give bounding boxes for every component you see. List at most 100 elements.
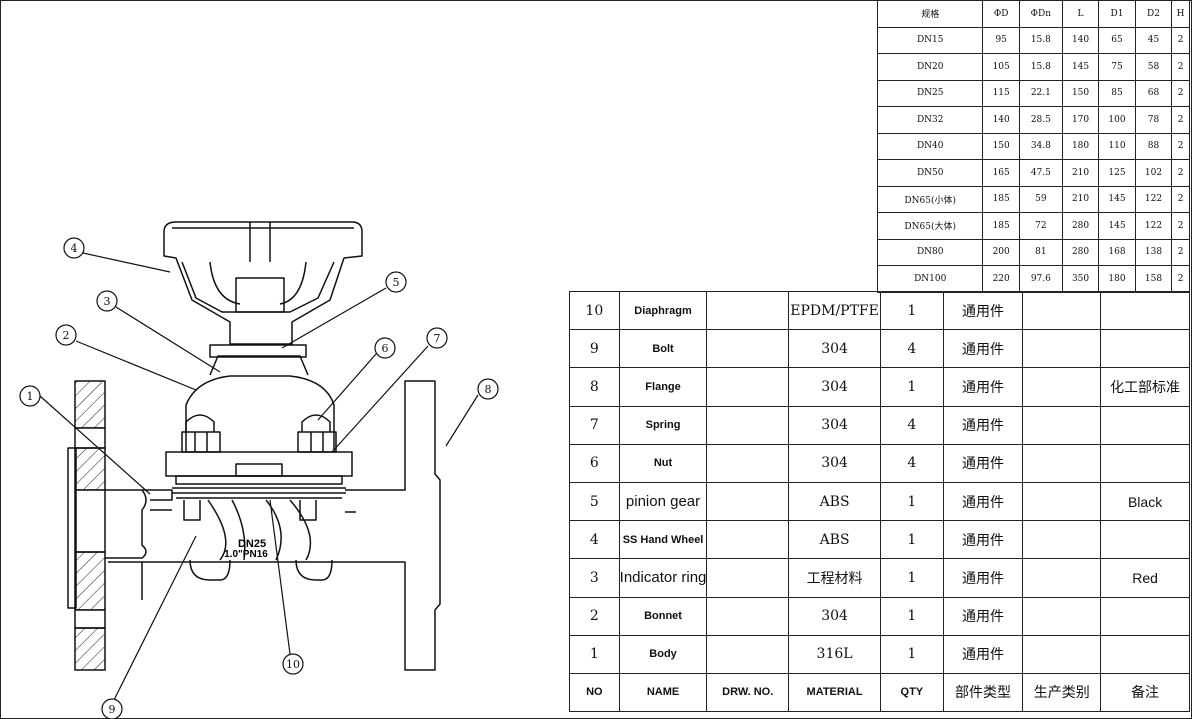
- dimension-cell: 158: [1134, 265, 1173, 293]
- bom-drw-cell: [706, 634, 790, 674]
- balloon-7: 7: [434, 332, 441, 345]
- bom-header-remark: 备注: [1100, 672, 1190, 713]
- dimension-cell: 105: [982, 53, 1020, 81]
- dimension-cell: 140: [1061, 26, 1100, 54]
- bom-category-cell: [1022, 405, 1102, 445]
- dimension-cell: DN40: [876, 132, 984, 160]
- bom-header-category: 生产类别: [1022, 672, 1102, 713]
- dimension-cell: DN50: [876, 159, 984, 187]
- bom-material-cell: 304: [788, 329, 882, 369]
- dimension-cell: 15.8: [1018, 53, 1063, 81]
- bom-name-cell: Nut: [618, 443, 708, 483]
- dimension-cell: 280: [1061, 238, 1100, 266]
- bom-name-cell: Bonnet: [618, 596, 708, 636]
- dimension-cell: 122: [1134, 185, 1173, 213]
- balloon-5: 5: [393, 276, 400, 289]
- dimension-cell: 2: [1171, 106, 1190, 134]
- bom-drw-cell: [706, 367, 790, 407]
- bom-remark-cell: [1100, 290, 1190, 331]
- bom-drw-cell: [706, 520, 790, 560]
- bom-no-cell: 2: [569, 596, 620, 636]
- body-marking-line2: 1.0"PN16: [224, 549, 268, 560]
- dimension-cell: 2: [1171, 265, 1190, 293]
- dimension-cell: 210: [1061, 159, 1100, 187]
- dimension-header-cell: D2: [1134, 0, 1173, 28]
- dimension-cell: DN15: [876, 26, 984, 54]
- dimension-cell: 145: [1098, 185, 1136, 213]
- bom-remark-cell: [1100, 596, 1190, 636]
- bom-drw-cell: [706, 329, 790, 369]
- nut-left: [181, 414, 221, 453]
- balloon-8: 8: [485, 383, 492, 396]
- bom-qty-cell: 4: [880, 329, 944, 369]
- bom-category-cell: [1022, 520, 1102, 560]
- dimension-cell: 145: [1098, 212, 1136, 240]
- bom-header-type: 部件类型: [942, 672, 1024, 713]
- dimension-cell: 59: [1018, 185, 1063, 213]
- bom-material-cell: ABS: [788, 481, 882, 522]
- bom-header-no: NO: [569, 672, 620, 713]
- bom-header-material: MATERIAL: [788, 672, 882, 713]
- dimension-cell: 65: [1098, 26, 1136, 54]
- dimension-cell: DN20: [876, 53, 984, 81]
- bom-category-cell: [1022, 596, 1102, 636]
- dimension-cell: 170: [1061, 106, 1100, 134]
- bom-name-cell: Body: [618, 634, 708, 674]
- bom-category-cell: [1022, 558, 1102, 598]
- dimension-cell: 168: [1098, 238, 1136, 266]
- dimension-cell: 2: [1171, 26, 1190, 54]
- dimension-cell: 110: [1098, 132, 1136, 160]
- balloon-4: 4: [71, 242, 78, 255]
- bonnet-flange: [165, 451, 356, 513]
- bom-drw-cell: [706, 405, 790, 445]
- bom-qty-cell: 1: [880, 596, 944, 636]
- dimension-cell: 150: [982, 132, 1020, 160]
- bom-type-cell: 通用件: [942, 329, 1024, 369]
- balloon-3: 3: [104, 295, 111, 308]
- bom-header-drw: DRW. NO.: [706, 672, 790, 713]
- dimension-cell: DN65(大体): [876, 212, 984, 240]
- bom-no-cell: 4: [569, 520, 620, 560]
- bom-no-cell: 10: [569, 290, 620, 331]
- dimension-cell: 138: [1134, 238, 1173, 266]
- dimension-cell: 34.8: [1018, 132, 1063, 160]
- dimension-cell: 2: [1171, 132, 1190, 160]
- bom-name-cell: Bolt: [618, 329, 708, 369]
- bom-no-cell: 8: [569, 367, 620, 407]
- dimension-cell: 72: [1018, 212, 1063, 240]
- dimension-cell: 185: [982, 185, 1020, 213]
- bom-category-cell: [1022, 481, 1102, 522]
- left-hub: [105, 489, 147, 559]
- dimension-cell: 350: [1061, 265, 1100, 293]
- bom-qty-cell: 1: [880, 367, 944, 407]
- bom-qty-cell: 1: [880, 290, 944, 331]
- dimension-header-cell: L: [1061, 0, 1100, 28]
- dimension-header-cell: H: [1171, 0, 1190, 28]
- dimension-cell: 165: [982, 159, 1020, 187]
- bom-material-cell: 304: [788, 405, 882, 445]
- balloon-10: 10: [286, 658, 300, 671]
- bom-remark-cell: Black: [1100, 481, 1190, 522]
- dimension-cell: 150: [1061, 79, 1100, 107]
- dimension-cell: 125: [1098, 159, 1136, 187]
- bom-remark-cell: [1100, 520, 1190, 560]
- dimension-cell: 85: [1098, 79, 1136, 107]
- dimension-cell: 210: [1061, 185, 1100, 213]
- bom-type-cell: 通用件: [942, 367, 1024, 407]
- bom-material-cell: 304: [788, 443, 882, 483]
- bom-header-name: NAME: [618, 672, 708, 713]
